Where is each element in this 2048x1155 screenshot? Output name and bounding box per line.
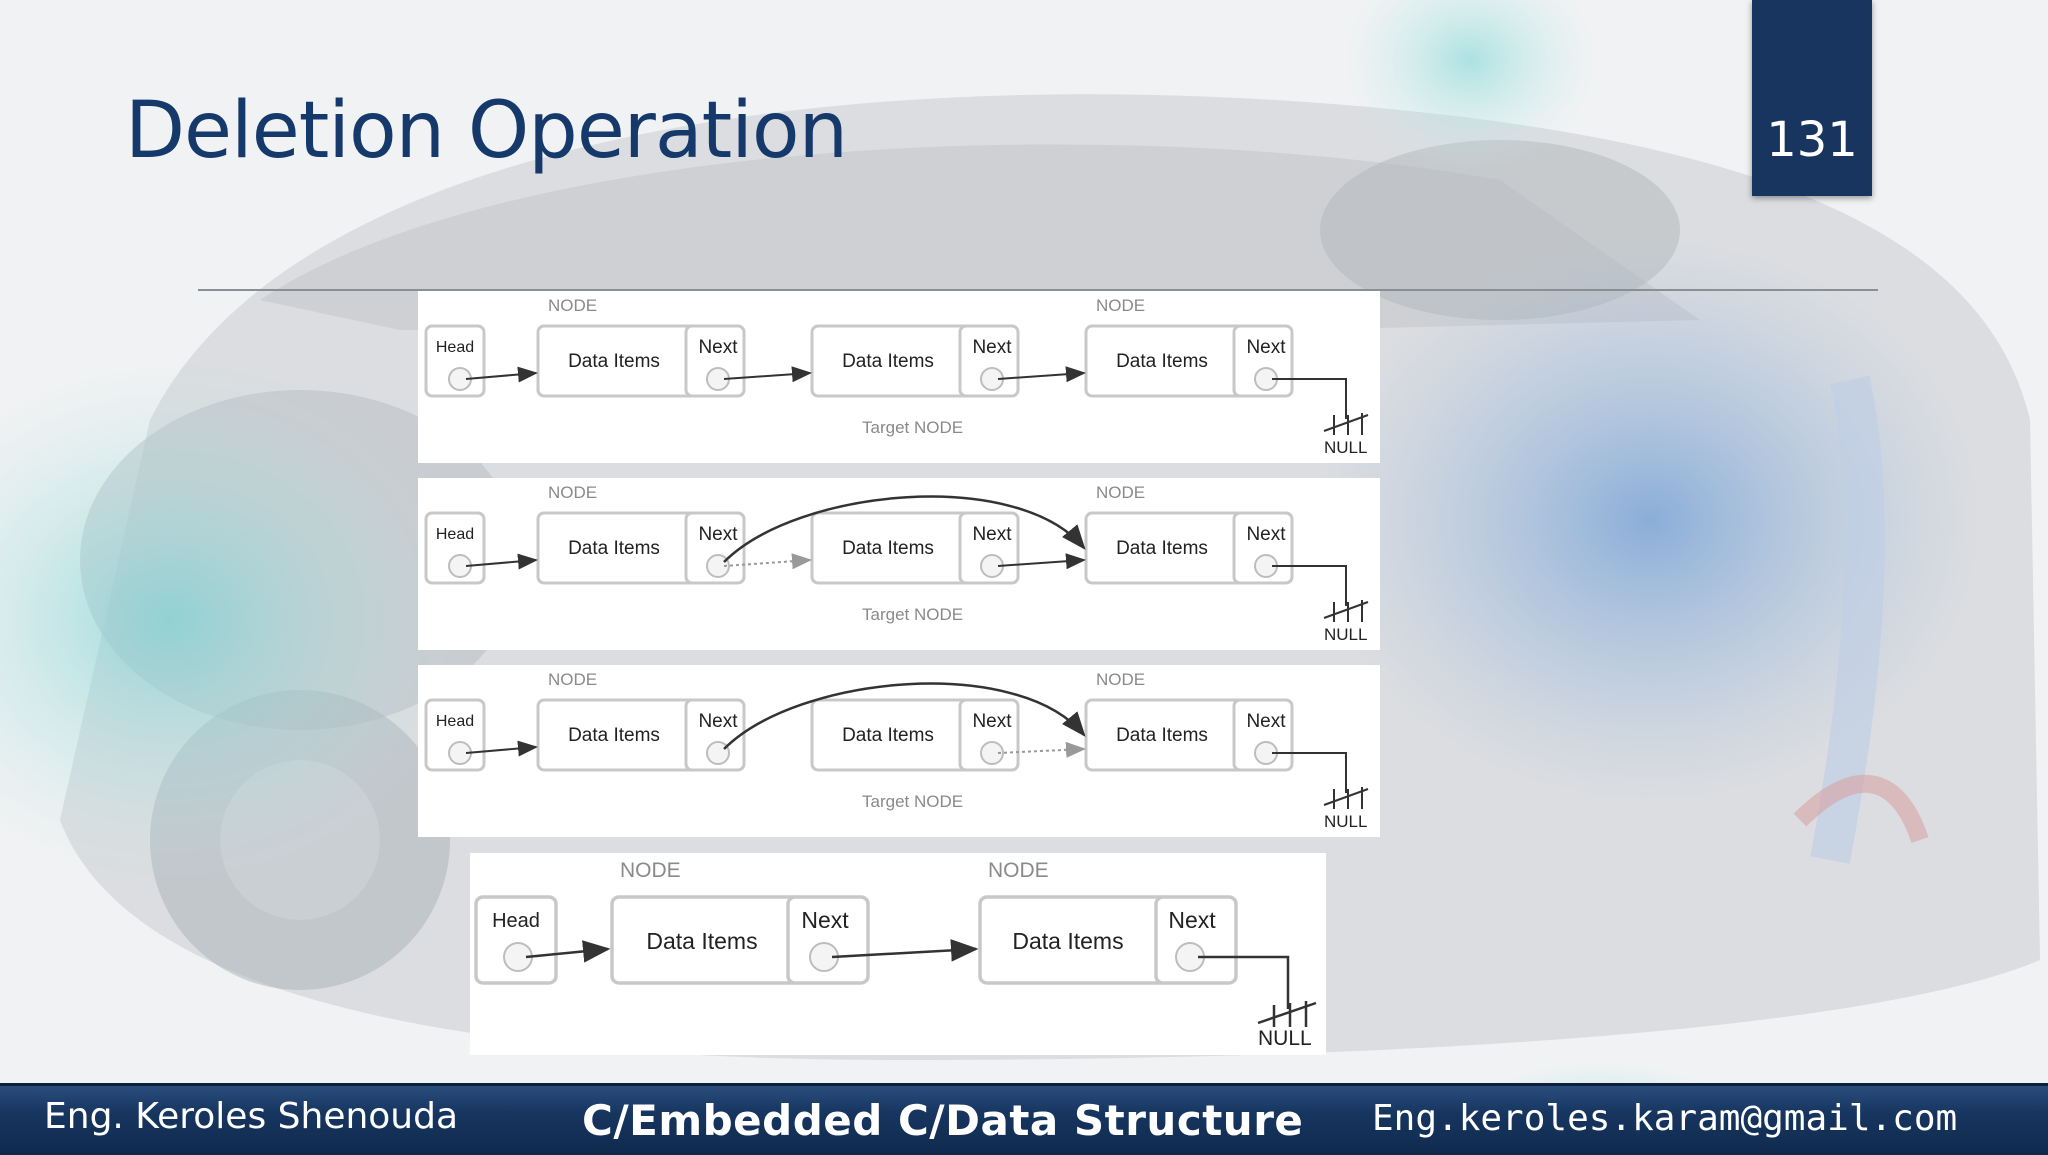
next-label: Next <box>972 337 1012 358</box>
footer-bar: Eng. Keroles Shenouda C/Embedded C/Data … <box>0 1083 2048 1155</box>
pointer-arrow <box>997 553 1086 570</box>
null-pointer-line <box>1272 752 1347 793</box>
linked-list-diagram: NODE NODE Head Data Items Next Data Item… <box>424 670 1369 831</box>
diagram-step-1: NODE NODE Head Data Items Next Data Item… <box>418 291 1380 463</box>
next-label: Next <box>1246 711 1286 732</box>
data-items-label: Data Items <box>842 725 934 746</box>
null-pointer-line <box>1198 955 1290 1009</box>
old-pointer-dotted-arrow <box>723 553 812 570</box>
next-label: Next <box>1168 907 1216 933</box>
footer-email: Eng.keroles.karam@gmail.com <box>1372 1098 1958 1139</box>
head-label: Head <box>436 339 474 356</box>
footer-author: Eng. Keroles Shenouda <box>44 1096 459 1137</box>
page-number-badge: 131 <box>1752 0 1872 196</box>
pointer-arrow <box>831 939 979 962</box>
next-label: Next <box>1246 337 1286 358</box>
null-pointer-line <box>1272 378 1347 419</box>
target-node-label: Target NODE <box>862 418 963 437</box>
slide-title: Deletion Operation <box>125 86 848 176</box>
footer-course: C/Embedded C/Data Structure <box>582 1096 1304 1145</box>
pointer-dot <box>706 741 730 765</box>
data-items-label: Data Items <box>842 351 934 372</box>
next-label: Next <box>801 907 849 933</box>
linked-list-diagram: NODE NODE Head Data Items Next Data Item… <box>424 483 1369 644</box>
pointer-arrow <box>723 366 812 383</box>
data-items-label: Data Items <box>1116 725 1208 746</box>
data-items-label: Data Items <box>1116 538 1208 559</box>
node-label: NODE <box>988 859 1049 882</box>
node-label: NODE <box>1096 670 1145 689</box>
next-label: Next <box>698 524 738 545</box>
node-label: NODE <box>620 859 681 882</box>
data-items-label: Data Items <box>1116 351 1208 372</box>
node-label: NODE <box>548 296 597 315</box>
diagram-step-3: NODE NODE Head Data Items Next Data Item… <box>418 665 1380 837</box>
node-label: NODE <box>1096 296 1145 315</box>
node-label: NODE <box>548 670 597 689</box>
title-divider <box>198 289 1878 291</box>
data-items-label: Data Items <box>568 725 660 746</box>
head-box <box>474 895 558 985</box>
data-items-label: Data Items <box>568 351 660 372</box>
next-box <box>786 895 870 985</box>
null-ground-icon <box>1323 600 1369 622</box>
head-label: Head <box>492 910 540 932</box>
target-node-label: Target NODE <box>862 792 963 811</box>
target-node-label: Target NODE <box>862 605 963 624</box>
null-label: NULL <box>1324 625 1367 644</box>
null-ground-icon <box>1323 787 1369 809</box>
next-label: Next <box>698 337 738 358</box>
node-label: NODE <box>548 483 597 502</box>
data-items-label: Data Items <box>1012 928 1123 954</box>
removed-pointer-dotted-arrow <box>997 741 1086 758</box>
next-label: Next <box>972 524 1012 545</box>
next-label: Next <box>1246 524 1286 545</box>
linked-list-diagram: NODE NODE Head Data Items Next Data Item… <box>474 859 1317 1050</box>
head-label: Head <box>436 526 474 543</box>
linked-list-diagram: NODE NODE Head Data Items Next Data Item… <box>424 296 1369 457</box>
data-items-label: Data Items <box>842 538 934 559</box>
pointer-arrow <box>465 740 538 757</box>
rerouted-pointer-arc <box>723 495 1086 563</box>
page-number: 131 <box>1766 112 1858 168</box>
null-label: NULL <box>1258 1027 1312 1050</box>
null-pointer-line <box>1272 565 1347 606</box>
pointer-arrow <box>525 940 611 963</box>
rerouted-pointer-arc <box>723 682 1086 750</box>
head-label: Head <box>436 713 474 730</box>
pointer-arrow <box>465 553 538 570</box>
pointer-arrow <box>465 366 538 383</box>
pointer-arrow <box>997 366 1086 383</box>
next-label: Next <box>698 711 738 732</box>
data-items-label: Data Items <box>646 928 757 954</box>
node-label: NODE <box>1096 483 1145 502</box>
null-label: NULL <box>1324 438 1367 457</box>
diagram-step-2: NODE NODE Head Data Items Next Data Item… <box>418 478 1380 650</box>
diagram-result: NODE NODE Head Data Items Next Data Item… <box>470 853 1326 1055</box>
null-ground-icon <box>1257 1001 1317 1027</box>
null-ground-icon <box>1323 413 1369 435</box>
next-label: Next <box>972 711 1012 732</box>
pointer-dot <box>706 554 730 578</box>
null-label: NULL <box>1324 812 1367 831</box>
pointer-dot <box>980 741 1004 765</box>
data-items-label: Data Items <box>568 538 660 559</box>
